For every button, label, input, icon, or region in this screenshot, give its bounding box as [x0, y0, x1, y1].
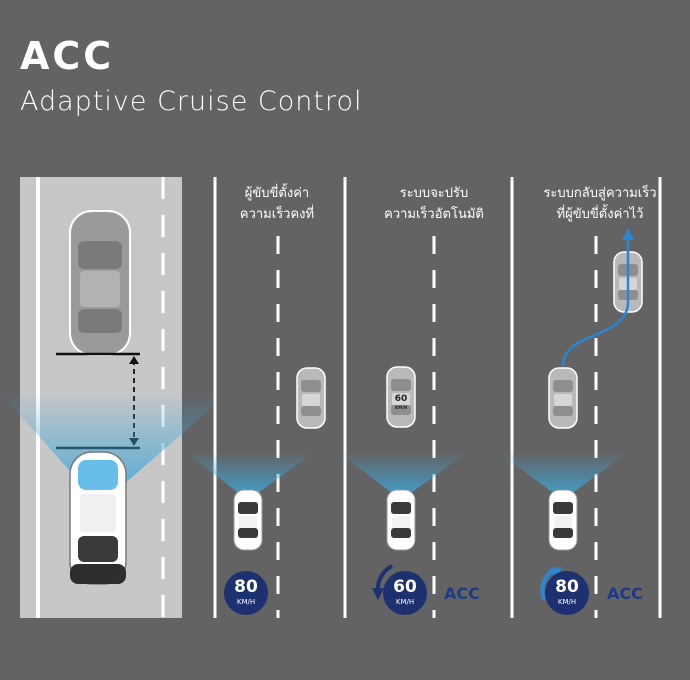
panel-3-speedup-arrow [540, 566, 558, 601]
subtitle: Adaptive Cruise Control [20, 86, 363, 117]
panel-3-ego-car-prev [548, 367, 578, 429]
panel-2-speed: 60 [393, 577, 417, 597]
panel-3-lane-change-path [561, 240, 630, 367]
panel-3-acc-label: ACC [607, 584, 643, 603]
panel-3-ego-car [548, 489, 578, 551]
panel-3-caption-line2: ที่ผู้ขับขี่ตั้งค่าไว้ [556, 207, 644, 222]
panel-1-ego-car [233, 489, 263, 551]
panel-2-beam [338, 452, 468, 500]
panel-2-acc-label: ACC [444, 584, 480, 603]
panel-3-speed-badge [545, 571, 589, 615]
panel-1-beam [185, 452, 315, 500]
panel-2-caption: ระบบจะปรับ ความเร็วอัตโนมัติ [364, 183, 504, 225]
panel-3-path-arrow-head [622, 228, 634, 240]
panel-2-caption-line1: ระบบจะปรับ [399, 186, 469, 201]
panel-1-lead-car [296, 367, 326, 429]
panel-1-unit: KM/H [236, 598, 256, 606]
panel-1-speed-badge [224, 571, 268, 615]
panel-2-caption-line2: ความเร็วอัตโนมัติ [384, 207, 484, 222]
panel-1-speed: 80 [234, 577, 258, 597]
lane-lines [213, 177, 662, 618]
radar-beam [0, 392, 230, 505]
panel-3-beam [498, 452, 628, 500]
panel-2-lead-car-unit: KM/H [395, 405, 407, 410]
panel-2-speed-badge [383, 571, 427, 615]
panel-3-speed: 80 [555, 577, 579, 597]
panel-1-caption-line1: ผู้ขับขี่ตั้งค่า [244, 186, 310, 201]
panel-2-lead-car-speed: 60 [394, 394, 408, 404]
panel-2-arrow-head [372, 588, 384, 600]
title: ACC [20, 34, 115, 78]
panel-1-caption-line2: ความเร็วคงที่ [239, 207, 315, 222]
lead-car [69, 210, 131, 356]
panel-2-unit: KM/H [395, 598, 415, 606]
panel-2-ego-car [386, 489, 416, 551]
ego-car [69, 451, 127, 585]
panel-1-caption: ผู้ขับขี่ตั้งค่า ความเร็วคงที่ [222, 183, 332, 225]
panel-3-unit: KM/H [557, 598, 577, 606]
panel-3-caption: ระบบกลับสู่ความเร็ว ที่ผู้ขับขี่ตั้งค่าไ… [520, 183, 680, 225]
panel-3-caption-line1: ระบบกลับสู่ความเร็ว [543, 186, 657, 201]
